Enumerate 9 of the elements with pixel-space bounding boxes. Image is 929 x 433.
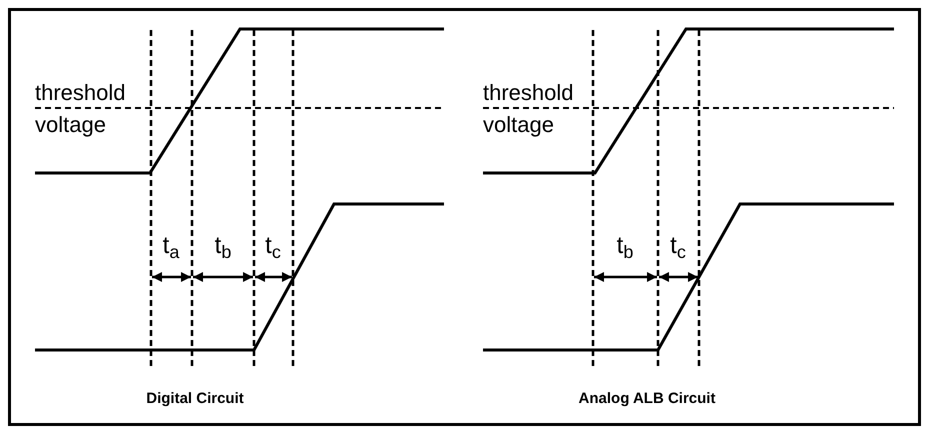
- interval-label: t$_{a}$: [162, 232, 180, 260]
- panel-caption: Analog ALB Circuit: [578, 390, 716, 408]
- interval-label: t$_{b}$: [214, 232, 232, 260]
- interval-label: t$_{b}$: [616, 232, 634, 260]
- threshold-voltage-label: threshold voltage: [483, 79, 575, 139]
- interval-label: t$_{c}$: [265, 232, 281, 260]
- panel-caption: Digital Circuit: [146, 390, 244, 408]
- interval-label: t$_{c}$: [670, 232, 686, 260]
- threshold-voltage-label: threshold voltage: [35, 79, 127, 139]
